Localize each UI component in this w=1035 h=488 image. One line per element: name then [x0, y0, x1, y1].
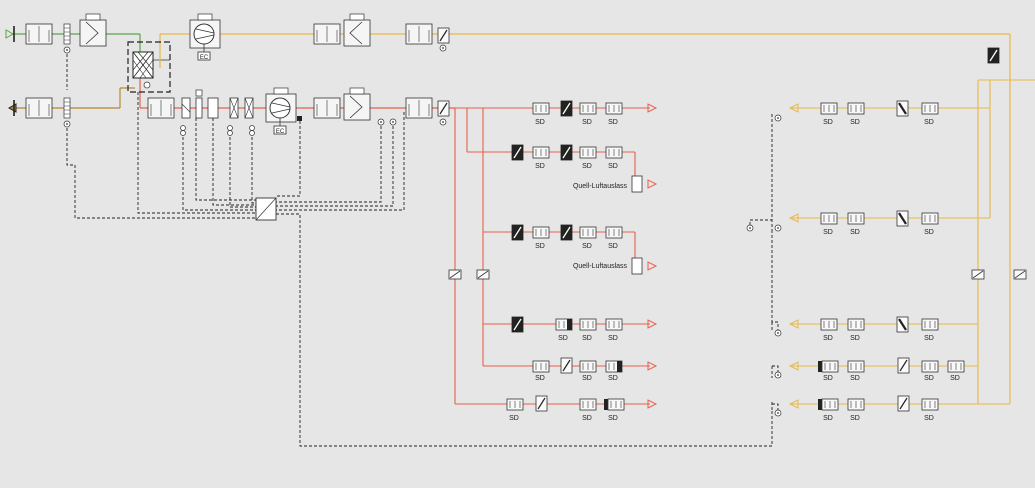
exhaust-filter-icon	[25, 97, 53, 119]
sensor-icon	[439, 44, 447, 52]
exhaust-arrow	[7, 100, 17, 116]
heater-icon	[180, 97, 191, 136]
sensor-icon	[774, 371, 782, 379]
extract-branch-1: SD SD SD	[788, 99, 939, 126]
svg-text:SD: SD	[535, 163, 545, 170]
svg-text:SD: SD	[850, 119, 860, 126]
svg-text:SD: SD	[850, 375, 860, 382]
svg-text:SD: SD	[608, 243, 618, 250]
extract-filter-icon	[313, 23, 341, 45]
svg-text:SD: SD	[850, 335, 860, 342]
silencer-icon	[1013, 269, 1027, 280]
svg-text:SD: SD	[850, 415, 860, 422]
control-lines	[66, 54, 779, 447]
control-unit-icon	[255, 197, 277, 221]
cooler-icon	[227, 97, 239, 136]
svg-text:SD: SD	[823, 119, 833, 126]
silencer-icon	[476, 269, 490, 280]
air-outlet-icon	[631, 257, 643, 275]
svg-text:SD: SD	[608, 119, 618, 126]
silencer-icon	[448, 269, 462, 280]
extract-main-damper-icon	[987, 47, 1000, 64]
svg-text:SD: SD	[535, 119, 545, 126]
air-outlet-label: Quell-Luftauslass	[573, 263, 628, 270]
svg-text:SD: SD	[823, 415, 833, 422]
svg-text:SD: SD	[582, 415, 592, 422]
extract-damper-icon	[437, 27, 450, 44]
svg-text:SD: SD	[924, 335, 934, 342]
extract-branch-3: SD SD SD	[788, 315, 939, 342]
extract-branch-2: SD SD SD	[788, 209, 939, 236]
supply-silencer-icon	[313, 97, 341, 119]
sensor-icon	[439, 118, 447, 126]
svg-text:SD: SD	[582, 119, 592, 126]
outdoor-filter-icon	[25, 23, 53, 45]
ec-label: EC	[200, 55, 209, 61]
sensor-icon	[63, 120, 71, 128]
svg-text:SD: SD	[608, 163, 618, 170]
prefilter-icon	[79, 13, 107, 47]
supply-fan-icon: EC	[265, 87, 302, 135]
svg-text:SD: SD	[924, 229, 934, 236]
svg-text:SD: SD	[950, 375, 960, 382]
extract-branch-5: SD SD SD	[788, 395, 939, 422]
supply-damper-icon	[437, 100, 450, 117]
extract-main-duct	[159, 33, 1011, 273]
sensor-icon	[774, 114, 782, 122]
extract-silencer-icon	[405, 23, 433, 45]
sensor-icon	[774, 224, 782, 232]
svg-text:SD: SD	[582, 163, 592, 170]
supply-branch-3: SD SD SD Quell-Luftauslass	[511, 224, 658, 275]
svg-text:SD: SD	[608, 375, 618, 382]
outdoor-intake-arrow	[5, 26, 15, 42]
supply-filter-2-icon	[343, 87, 371, 121]
sensor-icon	[774, 329, 782, 337]
extract-branches	[790, 79, 1035, 405]
supply-filter-icon	[147, 97, 175, 119]
svg-text:SD: SD	[582, 243, 592, 250]
supply-branch-4: SD SD SD	[511, 316, 658, 342]
svg-text:SD: SD	[823, 335, 833, 342]
svg-text:SD: SD	[608, 415, 618, 422]
humidifier-icon	[244, 97, 255, 136]
sensor-icon	[389, 118, 397, 126]
ec-label: EC	[276, 129, 285, 135]
svg-text:SD: SD	[924, 415, 934, 422]
svg-text:SD: SD	[924, 119, 934, 126]
air-outlet-label: Quell-Luftauslass	[573, 183, 628, 190]
extract-filter-2-icon	[343, 13, 371, 47]
supply-branch-2: SD SD SD Quell-Luftauslass	[511, 144, 658, 193]
extract-branch-4: SD SD SD SD	[788, 357, 965, 382]
svg-text:SD: SD	[582, 375, 592, 382]
extract-fan-icon: EC	[189, 13, 221, 61]
svg-text:SD: SD	[823, 375, 833, 382]
air-outlet-icon	[631, 175, 643, 193]
sensor-icon	[746, 224, 754, 232]
svg-text:SD: SD	[582, 335, 592, 342]
svg-text:SD: SD	[535, 243, 545, 250]
supply-branch-1: SD SD SD	[532, 100, 658, 126]
svg-text:SD: SD	[558, 335, 568, 342]
sensor-icon	[63, 46, 71, 54]
svg-text:SD: SD	[535, 375, 545, 382]
supply-branch-5: SD SD SD	[532, 357, 658, 382]
heat-exchanger-icon	[127, 41, 171, 93]
exhaust-silencer-icon	[63, 97, 71, 119]
outdoor-silencer-icon	[63, 23, 71, 45]
supply-branch-6: SD SD SD	[506, 395, 658, 422]
supply-main-duct	[139, 78, 455, 109]
svg-text:SD: SD	[850, 229, 860, 236]
svg-text:SD: SD	[823, 229, 833, 236]
svg-text:SD: SD	[509, 415, 519, 422]
sensor-icon	[377, 118, 385, 126]
svg-text:SD: SD	[924, 375, 934, 382]
svg-text:SD: SD	[608, 335, 618, 342]
silencer-icon	[971, 269, 985, 280]
sensor-icon	[774, 409, 782, 417]
coil-icon	[195, 89, 219, 119]
supply-silencer-2-icon	[405, 97, 433, 119]
